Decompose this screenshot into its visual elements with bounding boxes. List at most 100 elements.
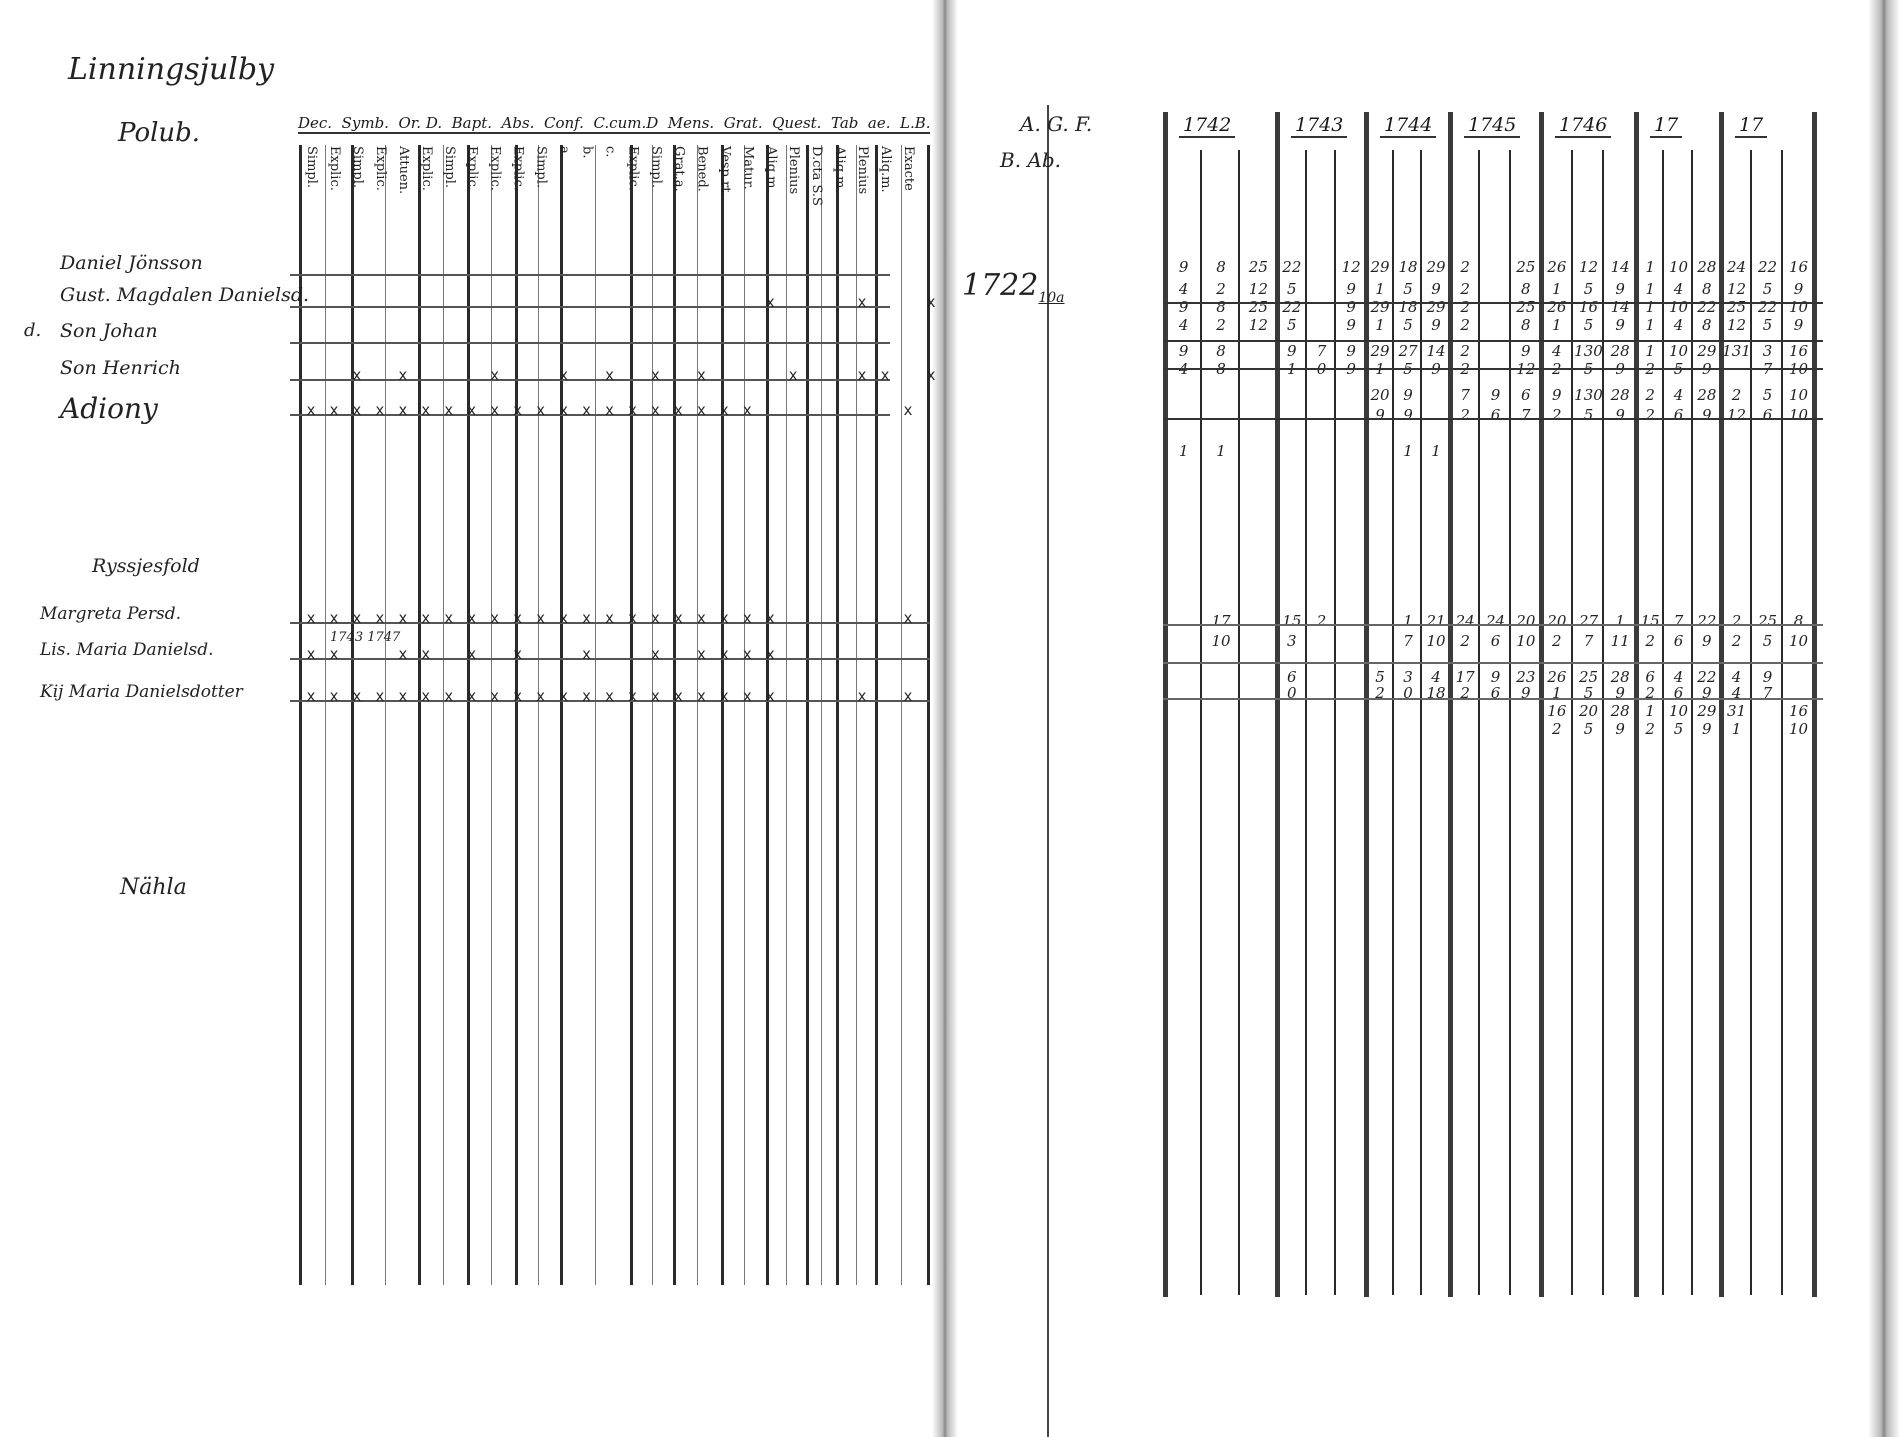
exam-value: 9 [1346, 316, 1356, 334]
exam-value: 12 [1248, 280, 1268, 298]
exam-value: 2 [1460, 342, 1470, 360]
row-rule [290, 700, 930, 702]
exam-value: 27 [1578, 612, 1599, 630]
column-label: Exacte [901, 146, 917, 191]
page-gutter [932, 0, 958, 1437]
exam-value: 4 [1552, 342, 1562, 360]
exam-value: 130 [1574, 342, 1603, 360]
exam-value: 8 [1702, 316, 1712, 334]
exam-value: 6 [1490, 632, 1501, 650]
tick-marks: xx xx x x x x xxxx [306, 645, 789, 663]
exam-value: 2 [1216, 280, 1226, 298]
exam-value: 20 [1578, 702, 1599, 720]
exam-value: 16 [1578, 298, 1599, 316]
column-label: Attuen. [395, 146, 411, 195]
middle-header-bottom: B. Ab. [1000, 148, 1062, 172]
exam-value: 10 [1788, 406, 1809, 424]
exam-value: 4 [1431, 668, 1441, 686]
subcolumn-rule [901, 145, 902, 1285]
exam-value: 10 [1668, 342, 1689, 360]
exam-value: 9 [1490, 386, 1501, 404]
exam-value: 9 [1615, 720, 1625, 738]
exam-value: 15 [1282, 612, 1302, 630]
column-label: Simpl. [533, 146, 549, 189]
exam-value: 22 [1697, 668, 1717, 686]
exam-value: 6 [1673, 406, 1684, 424]
exam-value: 28 [1697, 386, 1717, 404]
exam-value: 10 [1668, 258, 1689, 276]
subcolumn-rule [595, 145, 596, 1285]
exam-value: 22 [1757, 258, 1778, 276]
year-header: 1743 [1291, 114, 1348, 138]
exam-value: 12 [1726, 316, 1747, 334]
village-title: Polub. [118, 118, 201, 148]
exam-value: 5 [1287, 280, 1297, 298]
row-rule [1163, 302, 1823, 304]
exam-value: 6 [1490, 684, 1501, 702]
exam-value: 130 [1574, 386, 1603, 404]
column-label: Simpl. [648, 146, 664, 189]
exam-value: 1 [1375, 316, 1385, 334]
column-label: Bened. [694, 146, 710, 192]
exam-value: 28 [1697, 258, 1717, 276]
exam-value: 9 [1287, 342, 1297, 360]
row-rule [290, 622, 930, 624]
exam-value: 12 [1248, 316, 1268, 334]
exam-value: 5 [1403, 280, 1413, 298]
exam-value: 4 [1731, 668, 1742, 686]
exam-value: 24 [1455, 612, 1475, 630]
subcolumn-rule [491, 145, 492, 1285]
exam-value: 17 [1211, 612, 1231, 630]
year-header: 1745 [1464, 114, 1521, 138]
exam-value: 2 [1460, 632, 1470, 650]
exam-value: 5 [1583, 280, 1594, 298]
subcolumn-rule [1750, 150, 1752, 1295]
exam-value: 10 [1516, 632, 1536, 650]
exam-value: 1 [1552, 280, 1562, 298]
subcolumn-rule [1570, 150, 1573, 1295]
column-label: Simpl. [349, 146, 365, 189]
subcolumn-rule [325, 145, 326, 1285]
exam-value: 9 [1346, 280, 1356, 298]
exam-value: 22 [1757, 298, 1778, 316]
exam-value: 4 [1178, 280, 1189, 298]
exam-value: 5 [1583, 720, 1594, 738]
year-header: 17 [1650, 114, 1683, 138]
exam-value: 4 [1673, 386, 1684, 404]
exam-value: 9 [1702, 684, 1712, 702]
year-rule [1634, 112, 1639, 1297]
exam-value: 7 [1583, 632, 1594, 650]
year-header: 17 [1735, 114, 1768, 138]
person-name: Son Johan [60, 320, 158, 342]
exam-value: 26 [1547, 298, 1567, 316]
row-rule [1163, 698, 1823, 700]
exam-value: 12 [1578, 258, 1599, 276]
exam-value: 2 [1375, 684, 1385, 702]
column-label: Plenius [855, 146, 871, 195]
exam-value: 6 [1673, 684, 1684, 702]
subcolumn-rule [1392, 150, 1394, 1295]
exam-value: 18 [1398, 298, 1418, 316]
row-rule [290, 658, 930, 660]
exam-value: 2 [1645, 386, 1655, 404]
exam-value: 12 [1341, 258, 1361, 276]
column-label: Aliq.m. [832, 146, 848, 193]
exam-value: 20 [1547, 612, 1567, 630]
exam-value: 5 [1583, 406, 1594, 424]
exam-value: 7 [1521, 406, 1531, 424]
footer-name: Nähla [120, 875, 187, 900]
exam-value: 8 [1702, 280, 1712, 298]
column-rule [351, 145, 354, 1285]
exam-value: 9 [1521, 342, 1531, 360]
exam-value: 23 [1516, 668, 1536, 686]
exam-value: 7 [1762, 684, 1773, 702]
column-label: D.cta S.S [809, 146, 825, 206]
exam-value: 14 [1610, 258, 1630, 276]
exam-value: 10 [1788, 298, 1809, 316]
exam-value: 26 [1547, 258, 1567, 276]
exam-value: 9 [1615, 280, 1625, 298]
birth-year-note: 172210a [962, 268, 1065, 306]
column-label: Simpl. [441, 146, 457, 189]
exam-value: 10 [1668, 702, 1689, 720]
subcolumn-rule [1602, 150, 1605, 1295]
